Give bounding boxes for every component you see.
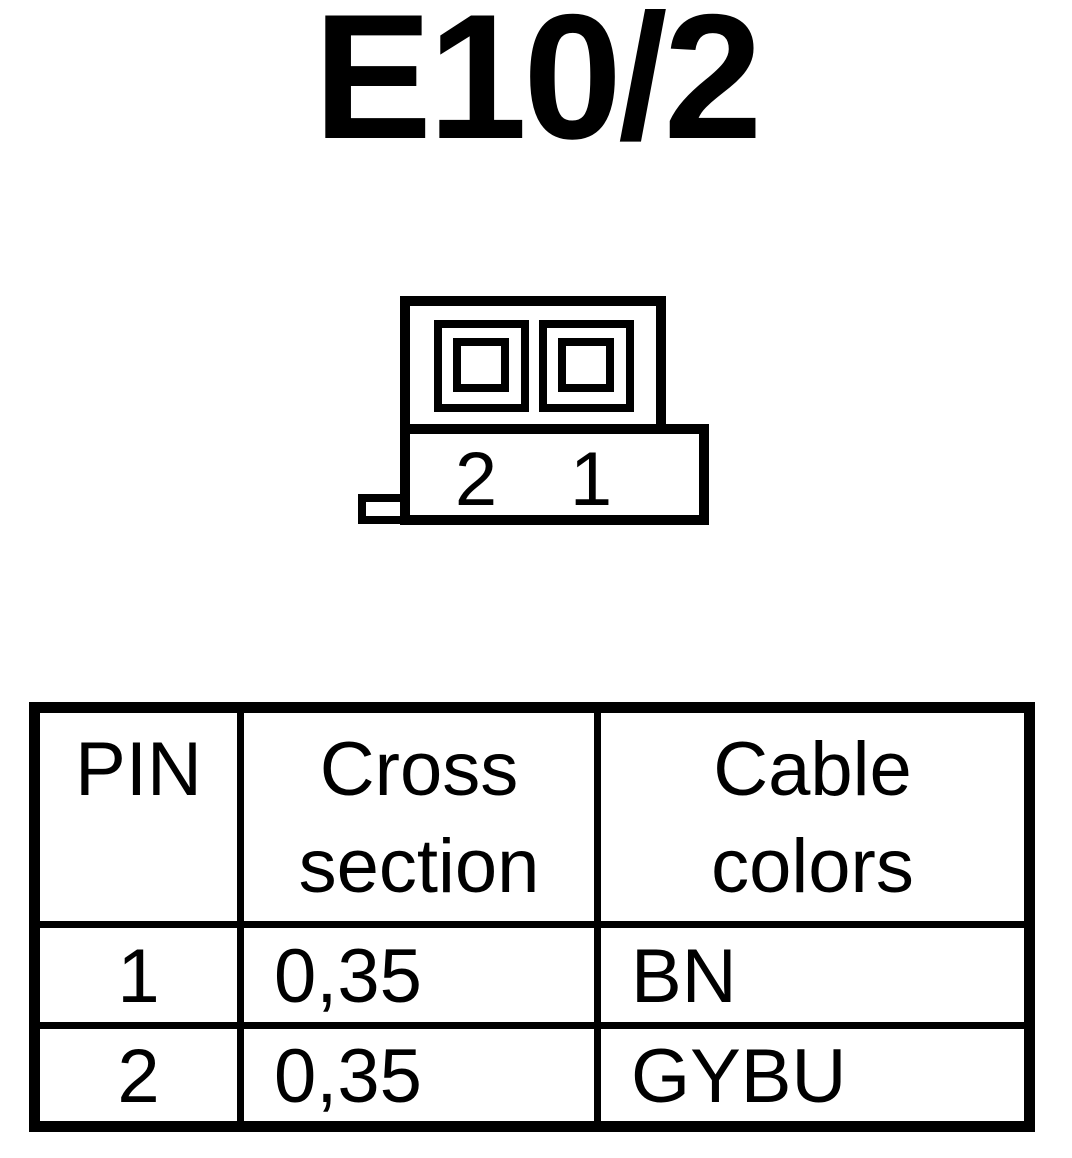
header-cross-section: Cross section: [237, 704, 601, 928]
row-pin: 1: [31, 920, 244, 1029]
header-colors-line-1: Cable: [713, 727, 912, 812]
header-cable-colors: Cable colors: [594, 704, 1033, 928]
table-row: 2 0,35 GYBU: [31, 1021, 1033, 1131]
pin-2-outer: [434, 320, 529, 412]
row-cross-section: 0,35: [237, 920, 601, 1029]
pin-label-2: 2: [455, 437, 497, 522]
pin-2-inner: [453, 338, 509, 392]
pin-1-inner: [558, 338, 614, 392]
table-row: 1 0,35 BN: [31, 920, 1033, 1029]
connector-title: E10/2: [313, 0, 762, 176]
row-pin: 2: [31, 1021, 244, 1131]
pin-assignment-table: PIN Cross section Cable colors 1 0,35 BN…: [29, 702, 1035, 1132]
row-cross-section: 0,35: [237, 1021, 601, 1131]
row-cable-color: GYBU: [594, 1021, 1033, 1131]
row-cable-color: BN: [594, 920, 1033, 1029]
header-colors-line-2: colors: [711, 824, 914, 910]
header-pin: PIN: [31, 704, 244, 928]
table-header-row: PIN Cross section Cable colors: [31, 704, 1033, 928]
pin-label-1: 1: [570, 437, 612, 522]
connector-base: [400, 424, 709, 525]
connector-diagram: 2 1: [358, 296, 709, 525]
header-cross-line-2: section: [298, 824, 540, 910]
header-pin-line: PIN: [75, 727, 202, 812]
connector-latch: [358, 494, 409, 524]
header-cross-line-1: Cross: [319, 727, 519, 812]
pin-1-outer: [539, 320, 634, 412]
